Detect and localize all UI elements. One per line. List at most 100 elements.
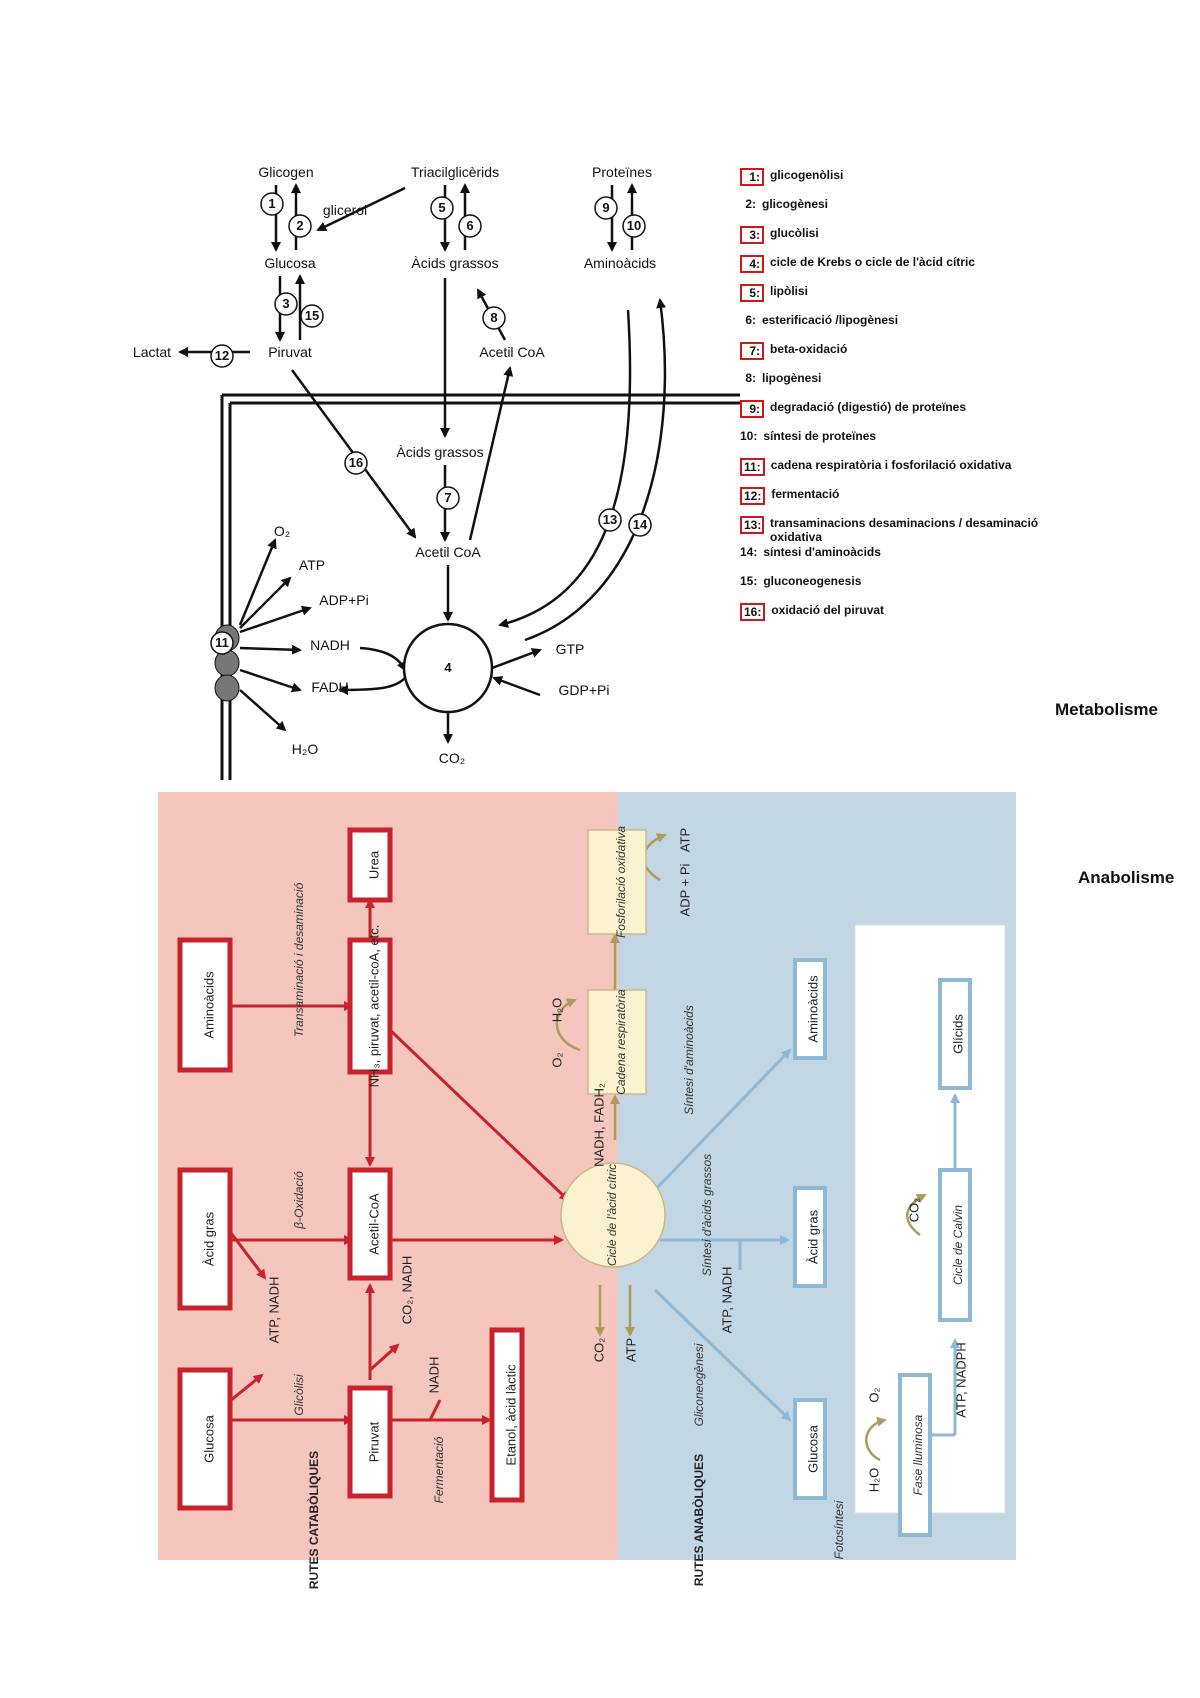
legend-item: 10:síntesi de proteïnes [740,429,1040,458]
legend-text: síntesi d'aminoàcids [763,545,881,559]
label-nadh: NADH [426,1357,441,1394]
svg-text:15: 15 [305,308,319,323]
legend-number: 4: [740,255,764,273]
legend-text: cicle de Krebs o cicle de l'àcid cítric [770,255,975,269]
legend-number: 5: [740,284,764,302]
label-rutes-ana: RUTES ANABÒLIQUES [691,1454,706,1586]
legend-item: 12:fermentació [740,487,1040,516]
label-nadh-fadh: NADH, FADH₂ [591,1083,606,1167]
label-atp-nadh-1: ATP, NADH [266,1277,281,1344]
legend-text: lipòlisi [770,284,809,298]
anabolic-arrows [653,1048,960,1437]
svg-text:7: 7 [444,490,451,505]
legend-number: 8: [745,371,756,385]
legend-item: 16:oxidació del piruvat [740,603,1040,632]
side-label-metabolisme: Metabolisme [1055,700,1158,719]
legend-number: 1: [740,168,764,186]
box-urea [347,827,393,903]
box-label-fase-lum: Fase lluminosa [911,1414,925,1495]
legend-number: 14: [740,545,758,559]
legend-number: 12: [740,487,766,505]
legend-number: 6: [745,313,756,327]
box-label-etanol: Etanol, àcid làctic [503,1364,518,1466]
box-piruvat [347,1385,393,1499]
box-acid-gras-left [177,1167,233,1311]
label-triacilgliserids: Triacilglicèrids [411,164,499,180]
box-label-acid-gras-r: Àcid gras [805,1209,820,1264]
label-nadh: NADH [310,637,350,653]
legend-item: 14: síntesi d'aminoàcids [740,545,1040,574]
legend-item: 9:degradació (digestió) de proteïnes [740,400,1040,429]
label-sintesi-aa: Síntesi d'aminoàcids [682,1005,696,1115]
legend-item: 4: cicle de Krebs o cicle de l'àcid cítri… [740,255,1040,284]
label-co2: CO₂ [439,750,465,766]
krebs-cycle [402,622,494,714]
box-acetil-coa [347,1167,393,1281]
label-piruvat: Piruvat [268,344,312,360]
box-label-cadena: Cadena respiratòria [614,989,628,1095]
label-glicogen: Glicogen [258,164,313,180]
legend-item: 11:cadena respiratòria i fosforilació ox… [740,458,1040,487]
svg-text:14: 14 [633,517,648,532]
energy-arrows [555,833,927,1462]
legend-item: 7:beta-oxidació [740,342,1040,371]
step-number-12: 12 [210,344,234,368]
box-glucosa-left [177,1367,233,1511]
legend-text: degradació (digestió) de proteïnes [770,400,967,414]
label-atp-b: ATP [623,1338,638,1362]
label-glicolisi: Glicòlisi [292,1374,306,1416]
legend-number: 15: [740,574,758,588]
label-o2: O₂ [549,1052,564,1067]
label-co2-nadh: CO₂, NADH [399,1256,414,1325]
label-adp-pi: ADP+Pi [319,592,368,608]
legend-text: oxidació del piruvat [771,603,885,617]
step-number-5: 5 [430,196,454,220]
label-o2: O₂ [274,523,290,539]
legend-number: 3: [740,226,764,244]
step-number-9: 9 [594,196,618,220]
step-number-10: 10 [622,214,646,238]
label-glucosa: Glucosa [264,255,316,271]
label-acetil-coa-top: Acetil CoA [479,344,545,360]
legend-number: 11: [740,458,765,476]
svg-text:4: 4 [444,660,452,675]
box-fosforilacio [587,829,647,935]
legend-text: glicogènesi [762,197,829,211]
svg-text:6: 6 [466,218,473,233]
svg-text:5: 5 [438,200,445,215]
svg-text:11: 11 [215,635,229,650]
label-acids-grassos-mito: Àcids grassos [396,444,483,460]
box-cicle [560,1162,666,1268]
step-number-4: 4 [444,660,452,675]
label-beta-ox: β-Oxidació [292,1171,306,1230]
anabolic-region [618,792,1016,1560]
legend-item: 3:glucòlisi [740,226,1040,255]
box-label-cicle: Cicle de l'àcid cítric [605,1164,619,1266]
svg-text:9: 9 [602,200,609,215]
label-co2-calvin: CO₂ [906,1198,921,1223]
step-number-3: 3 [274,292,298,316]
catabolic-arrows [205,898,570,1425]
legend-text: glicogenòlisi [770,168,844,182]
box-aminoacids-right [793,958,827,1060]
label-acetil-coa: Acetil CoA [415,544,481,560]
label-gtp: GTP [556,641,585,657]
legend-text: beta-oxidació [770,342,848,356]
legend-number: 2: [745,197,756,211]
svg-text:8: 8 [490,310,497,325]
photosynthesis-region [854,924,1006,1514]
step-number-11: 11 [210,631,234,655]
legend-item: 13:transaminacions desaminacions / desam… [740,516,1040,545]
box-label-acid-gras-l: Àcid gras [201,1211,216,1266]
legend-item: 1: glicogenòlisi [740,168,1040,197]
svg-text:1: 1 [268,196,275,211]
box-label-calvin: Cicle de Calvin [951,1205,965,1285]
legend-item: 2: glicogènesi [740,197,1040,226]
box-acid-gras-right [793,1186,827,1288]
svg-text:16: 16 [349,455,363,470]
legend-number: 13: [740,516,764,534]
label-h2o-fase: H₂O [866,1468,881,1493]
legend-item: 6:esterificació /lipogènesi [740,313,1040,342]
step-number-16: 16 [344,451,368,475]
